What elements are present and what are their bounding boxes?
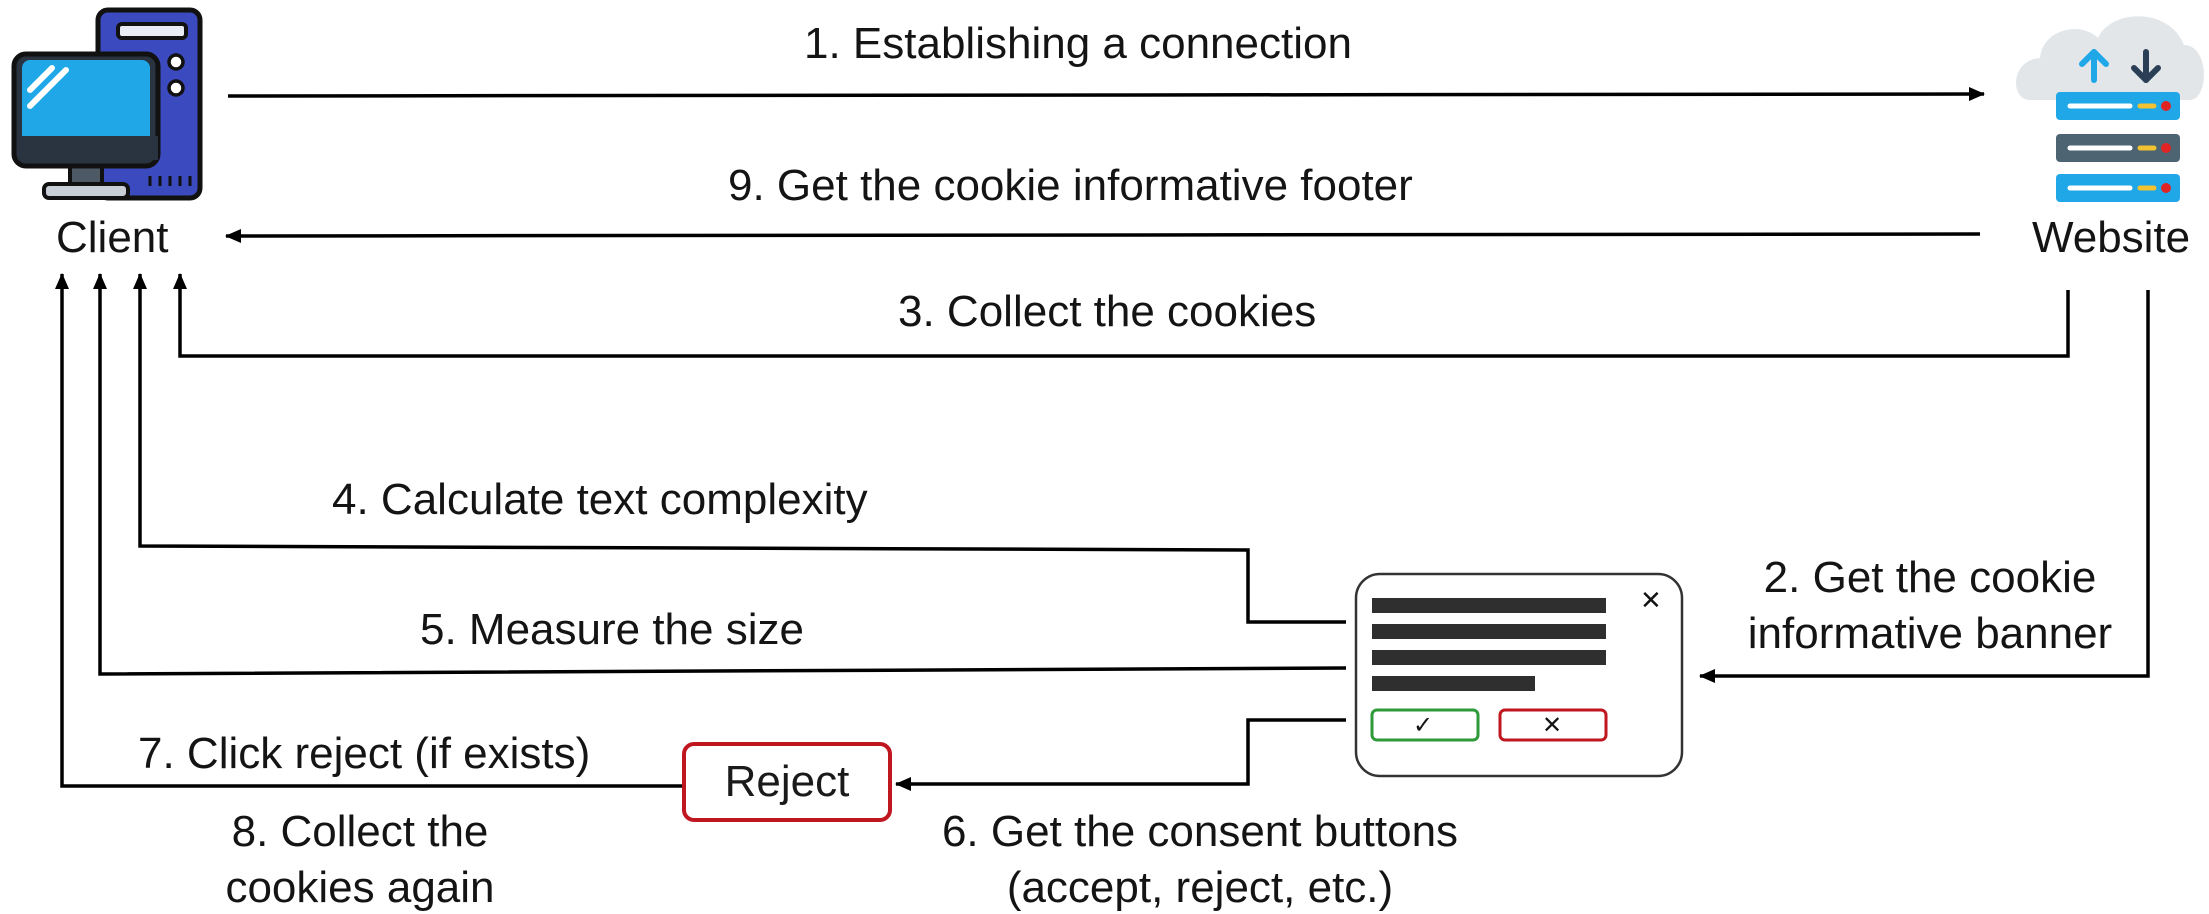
banner-close-icon: ✕	[1640, 585, 1662, 615]
banner-accept-symbol: ✓	[1413, 712, 1434, 739]
step-2-label-line2: informative banner	[1747, 609, 2113, 658]
step-8-label-line1: 8. Collect the	[231, 807, 489, 856]
step-6-label-line2: (accept, reject, etc.)	[1006, 863, 1394, 912]
desktop-computer-icon	[11, 7, 203, 201]
arrow-step-9	[225, 228, 1981, 243]
arrow-step-6	[895, 718, 1346, 791]
step-3-label: 3. Collect the cookies	[898, 287, 1317, 336]
cloud-server-icon	[2016, 16, 2204, 202]
step-5-label: 5. Measure the size	[420, 605, 804, 654]
step-7-label: 7. Click reject (if exists)	[138, 729, 591, 778]
arrow-step-5	[93, 273, 1347, 676]
arrow-step-7	[55, 273, 682, 788]
flow-arrows	[55, 87, 2150, 791]
banner-reject-symbol: ✕	[1542, 712, 1563, 739]
client-label: Client	[56, 213, 169, 262]
step-2-label-line1: 2. Get the cookie	[1763, 553, 2097, 602]
banner-accept-button	[1370, 708, 1480, 742]
arrow-step-3	[173, 273, 2070, 358]
arrow-step-4	[133, 273, 1346, 624]
banner-reject-button	[1498, 708, 1608, 742]
website-label: Website	[2032, 213, 2191, 262]
cookie-banner-icon	[1354, 572, 1684, 778]
reject-button: Reject	[682, 742, 892, 822]
step-6-label-line1: 6. Get the consent buttons	[941, 807, 1459, 856]
step-8-label-line2: cookies again	[225, 863, 495, 912]
step-4-label: 4. Calculate text complexity	[332, 475, 868, 524]
step-9-label: 9. Get the cookie informative footer	[728, 161, 1413, 210]
arrow-step-2	[1699, 290, 2150, 683]
arrow-step-1	[227, 87, 1985, 102]
step-1-label: 1. Establishing a connection	[804, 19, 1352, 68]
